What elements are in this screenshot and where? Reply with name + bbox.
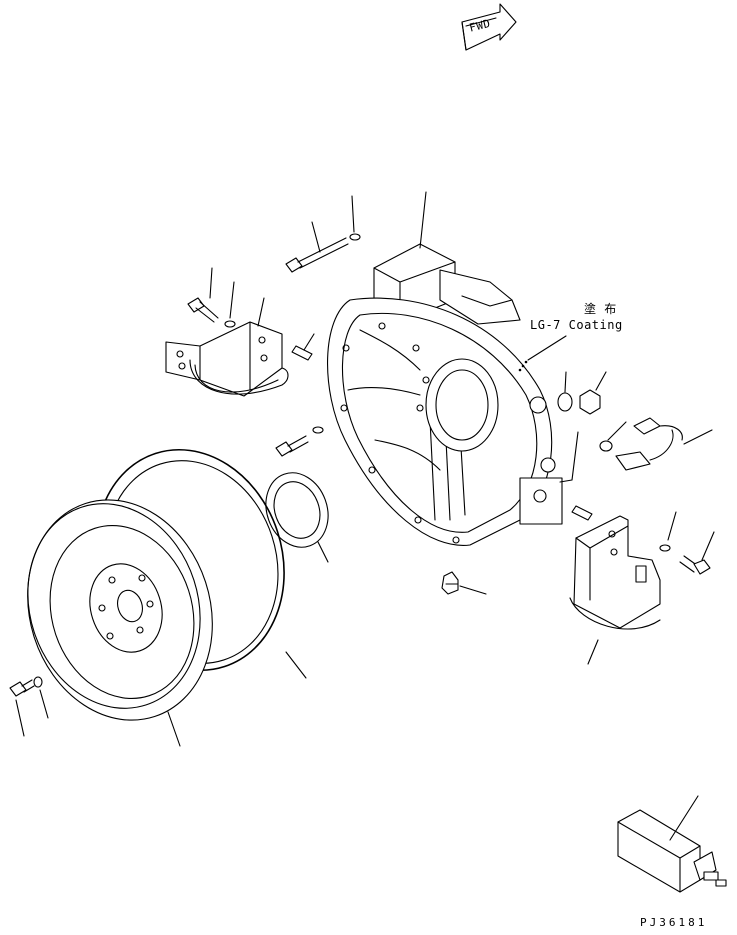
speed-sensor — [599, 417, 683, 471]
flywheel-housing — [326, 243, 563, 546]
oil-seal — [265, 472, 329, 548]
dowel-pin-lower — [571, 505, 593, 521]
long-bolt — [285, 233, 361, 273]
dowel-pin-upper — [291, 345, 313, 361]
coating-label: LG-7 Coating — [530, 318, 623, 332]
sensor-plug — [579, 389, 601, 415]
engine-mount-bracket-right — [569, 515, 661, 630]
coating-jp-label: 塗 布 — [584, 302, 617, 316]
turning-tool — [617, 809, 727, 893]
coating-marks — [518, 335, 567, 372]
bracket-bolt-upper — [187, 297, 236, 328]
drawing-id: PJ36181 — [640, 916, 708, 929]
flywheel — [27, 499, 213, 721]
plug-washer — [557, 392, 573, 412]
leader-lines — [15, 191, 715, 841]
engine-mount-bracket-left — [165, 321, 289, 397]
fwd-arrow-icon — [461, 3, 517, 51]
bracket-bolt-right — [659, 544, 711, 575]
housing-bolt-mid — [275, 426, 324, 457]
drain-plug — [441, 571, 459, 595]
flywheel-bolt — [9, 676, 43, 697]
